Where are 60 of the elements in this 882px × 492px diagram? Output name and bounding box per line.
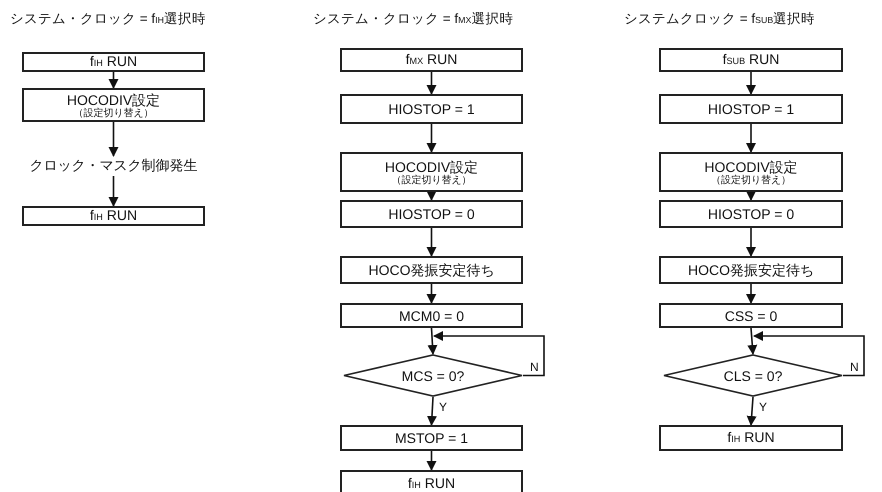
edge-label: Y — [438, 401, 448, 414]
arrow — [746, 396, 757, 426]
arrow — [746, 284, 756, 304]
process-box — [340, 152, 523, 192]
process-box — [340, 470, 523, 492]
step-note: （設定切り替え） — [74, 108, 154, 118]
edge-label: N — [849, 360, 860, 374]
arrow — [108, 122, 118, 157]
step-label: HIOSTOP = 1 — [708, 101, 794, 117]
process-box — [340, 200, 523, 228]
arrow — [426, 72, 436, 95]
process-box — [659, 256, 843, 284]
step-label: HOCODIV設定 — [66, 92, 160, 108]
edge-label: Y — [758, 401, 768, 414]
process-box — [340, 256, 523, 284]
step-label: HOCO発振安定待ち — [368, 262, 494, 278]
process-box — [659, 425, 843, 451]
step-label: HIOSTOP = 1 — [388, 101, 475, 117]
arrow — [746, 124, 756, 153]
process-box — [22, 206, 205, 226]
process-box — [340, 94, 523, 124]
arrow — [426, 228, 436, 257]
arrow — [426, 451, 436, 471]
step-label: MCM0 = 0 — [399, 308, 464, 324]
step-label: HOCODIV設定 — [384, 158, 478, 174]
step-label: HIOSTOP = 0 — [708, 206, 794, 222]
arrow — [428, 328, 438, 355]
process-box — [659, 94, 843, 124]
process-box — [22, 52, 205, 72]
edge-label: N — [529, 360, 540, 374]
loop-arrow — [433, 331, 545, 376]
arrow — [426, 124, 436, 153]
step-label: MCS = 0? — [402, 368, 464, 384]
loop-arrow — [753, 331, 865, 376]
process-box — [340, 48, 523, 72]
step-label: HOCODIV設定 — [704, 158, 798, 174]
step-text: クロック・マスク制御発生 — [30, 157, 198, 175]
step-label: CSS = 0 — [724, 308, 778, 324]
arrow — [747, 328, 758, 355]
step-label: MSTOP = 1 — [394, 430, 468, 446]
process-box — [340, 425, 523, 451]
process-box — [659, 48, 843, 72]
step-note: （設定切り替え） — [711, 174, 791, 186]
arrow — [746, 228, 756, 257]
process-box — [340, 303, 523, 328]
process-box — [659, 303, 843, 328]
arrow — [427, 396, 437, 426]
process-box — [659, 152, 843, 192]
arrow — [746, 191, 756, 201]
arrow — [426, 191, 436, 201]
step-note: （設定切り替え） — [392, 174, 472, 186]
arrow — [108, 176, 118, 207]
arrow — [108, 72, 118, 89]
arrow — [426, 284, 436, 304]
step-label: HOCO発振安定待ち — [688, 262, 814, 278]
step-label: HIOSTOP = 0 — [388, 206, 475, 222]
arrow — [746, 72, 756, 95]
process-box — [659, 200, 843, 228]
process-box — [22, 88, 205, 122]
step-label: CLS = 0? — [724, 368, 782, 384]
